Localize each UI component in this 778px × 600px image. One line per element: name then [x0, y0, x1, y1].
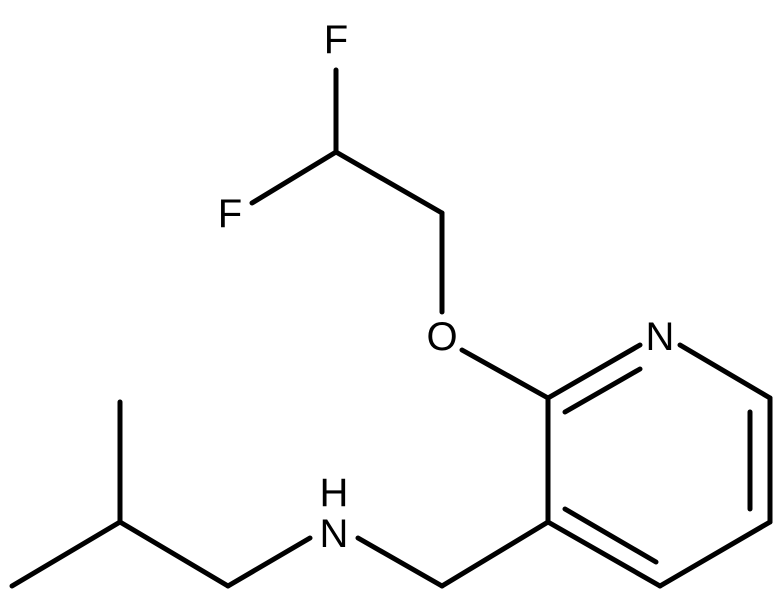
bond-c5-c4 [657, 519, 773, 589]
atom-labels: F F O N H N [218, 18, 675, 556]
bond-c4-c3-inner [562, 506, 659, 565]
atom-fluorine-left: F [218, 192, 242, 236]
bond-o-c2 [459, 347, 551, 401]
bond-f-left-c [249, 149, 339, 206]
bond-ch2-nh [355, 535, 445, 589]
bond-n1-c6 [677, 342, 773, 401]
atom-nitrogen-amine: N [320, 512, 349, 556]
atom-fluorine-top: F [324, 18, 348, 62]
atom-hydrogen-amine: H [320, 471, 349, 515]
bond-c3-ch2 [439, 519, 551, 589]
bond-ch2-ch [117, 519, 231, 589]
bond-ch-ch3-left [9, 519, 123, 589]
bonds [9, 67, 773, 589]
bond-chf2-ch2 [333, 149, 445, 216]
bond-nh-ch2 [225, 535, 313, 589]
bond-c4-c3 [545, 519, 663, 589]
atom-oxygen: O [426, 315, 457, 359]
bond-c2-n1-inner [562, 366, 643, 415]
bond-c2-n1 [545, 342, 643, 401]
atom-nitrogen-ring: N [646, 315, 675, 359]
